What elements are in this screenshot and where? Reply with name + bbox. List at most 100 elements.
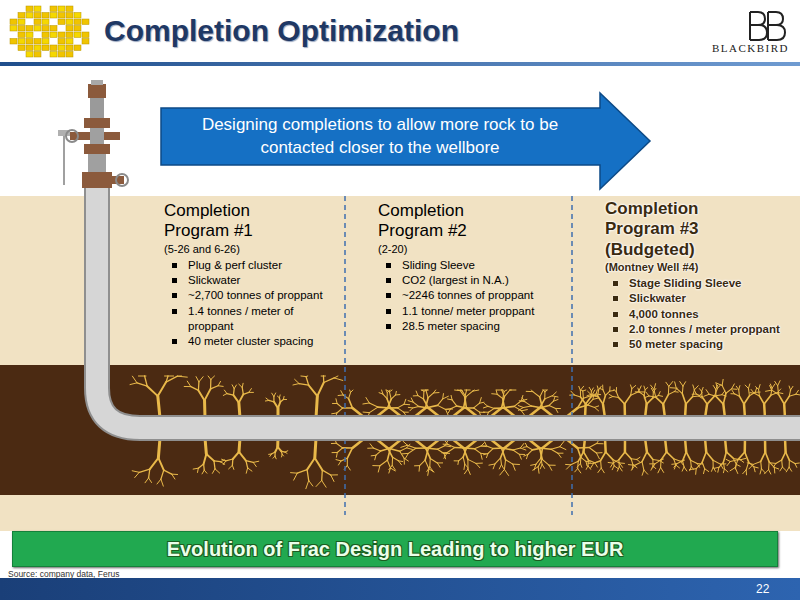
fracture	[502, 448, 506, 460]
logo-pixel	[74, 26, 81, 32]
fracture	[650, 463, 655, 464]
fracture	[730, 460, 737, 462]
fracture	[464, 448, 468, 459]
fracture	[444, 453, 447, 459]
fracture	[668, 392, 674, 395]
logo-pixel	[26, 26, 33, 32]
fracture	[495, 458, 501, 464]
fracture	[630, 385, 631, 389]
fracture	[596, 452, 602, 453]
fracture	[638, 388, 639, 392]
fracture	[400, 451, 404, 458]
fracture	[558, 453, 561, 457]
fracture	[616, 392, 618, 398]
fracture	[347, 458, 348, 465]
fracture	[551, 449, 558, 453]
logo-pixel	[10, 26, 17, 32]
fracture	[428, 393, 433, 398]
fracture	[145, 376, 146, 377]
fracture	[682, 467, 684, 471]
fracture	[504, 469, 508, 475]
fracture	[761, 452, 766, 461]
fracture	[619, 452, 625, 460]
fracture	[295, 379, 299, 383]
fracture	[482, 445, 487, 446]
fracture	[206, 454, 214, 461]
fracture	[646, 392, 649, 396]
fracture	[392, 457, 393, 465]
logo-pixel	[18, 19, 25, 25]
fracture	[631, 459, 633, 465]
fracture	[642, 462, 644, 470]
fracture	[702, 387, 704, 391]
fracture	[581, 397, 586, 404]
fracture	[278, 402, 280, 408]
fracture	[234, 385, 236, 389]
fracture	[782, 467, 786, 470]
fracture	[402, 453, 408, 454]
fracture	[668, 386, 670, 394]
fracture	[336, 453, 338, 458]
fracture	[398, 408, 404, 412]
fracture	[198, 382, 200, 391]
fracture	[689, 469, 696, 470]
fracture	[513, 450, 519, 454]
fracture	[644, 386, 645, 390]
fracture	[373, 465, 380, 466]
fracture	[686, 397, 693, 404]
fracture	[309, 481, 313, 486]
logo-pixel	[58, 6, 65, 12]
fracture	[513, 464, 515, 470]
fracture	[337, 408, 343, 413]
fracture	[281, 451, 282, 454]
fracture	[704, 469, 705, 474]
fracture	[464, 469, 467, 474]
slide-title: Completion Optimization	[104, 14, 459, 48]
fracture	[722, 379, 724, 385]
fracture	[503, 399, 505, 408]
source-note: Source: company data, Ferus	[8, 569, 120, 579]
footer-bar	[0, 578, 800, 600]
fracture	[602, 385, 603, 390]
logo-pixel	[50, 32, 57, 38]
logo-pixel	[18, 32, 25, 38]
fracture	[429, 469, 434, 472]
fracture	[774, 467, 778, 469]
fracture	[474, 408, 480, 412]
logo-pixel	[42, 45, 49, 51]
fracture	[789, 386, 790, 390]
program-heading: Completion Program #1	[164, 201, 274, 242]
fracture	[661, 452, 666, 460]
fracture	[754, 467, 755, 472]
fracture	[239, 394, 244, 402]
fracture	[549, 405, 555, 408]
fracture	[597, 390, 599, 396]
fracture	[184, 386, 191, 387]
fracture	[489, 464, 495, 465]
fracture	[749, 464, 753, 469]
fracture	[658, 392, 660, 396]
fracture	[483, 412, 488, 413]
fracture	[389, 468, 391, 473]
fracture	[246, 468, 247, 473]
fracture	[522, 398, 525, 402]
fracture	[501, 448, 505, 458]
fracture	[644, 470, 648, 474]
fracture	[635, 462, 642, 466]
fracture	[683, 382, 686, 386]
fracture	[446, 408, 451, 409]
logo-pixel	[34, 6, 41, 12]
fracture	[645, 388, 648, 390]
fracture	[732, 388, 737, 389]
fracture	[492, 393, 497, 394]
fracture	[753, 461, 760, 464]
logo-pixel	[26, 13, 33, 19]
fracture	[191, 387, 199, 391]
program-bullet: Sliding Sleeve	[378, 258, 548, 273]
fracture	[224, 390, 227, 393]
fracture	[480, 402, 484, 404]
fracture	[369, 403, 378, 407]
fracture	[187, 381, 191, 386]
fracture	[616, 388, 617, 392]
fracture	[789, 467, 792, 471]
